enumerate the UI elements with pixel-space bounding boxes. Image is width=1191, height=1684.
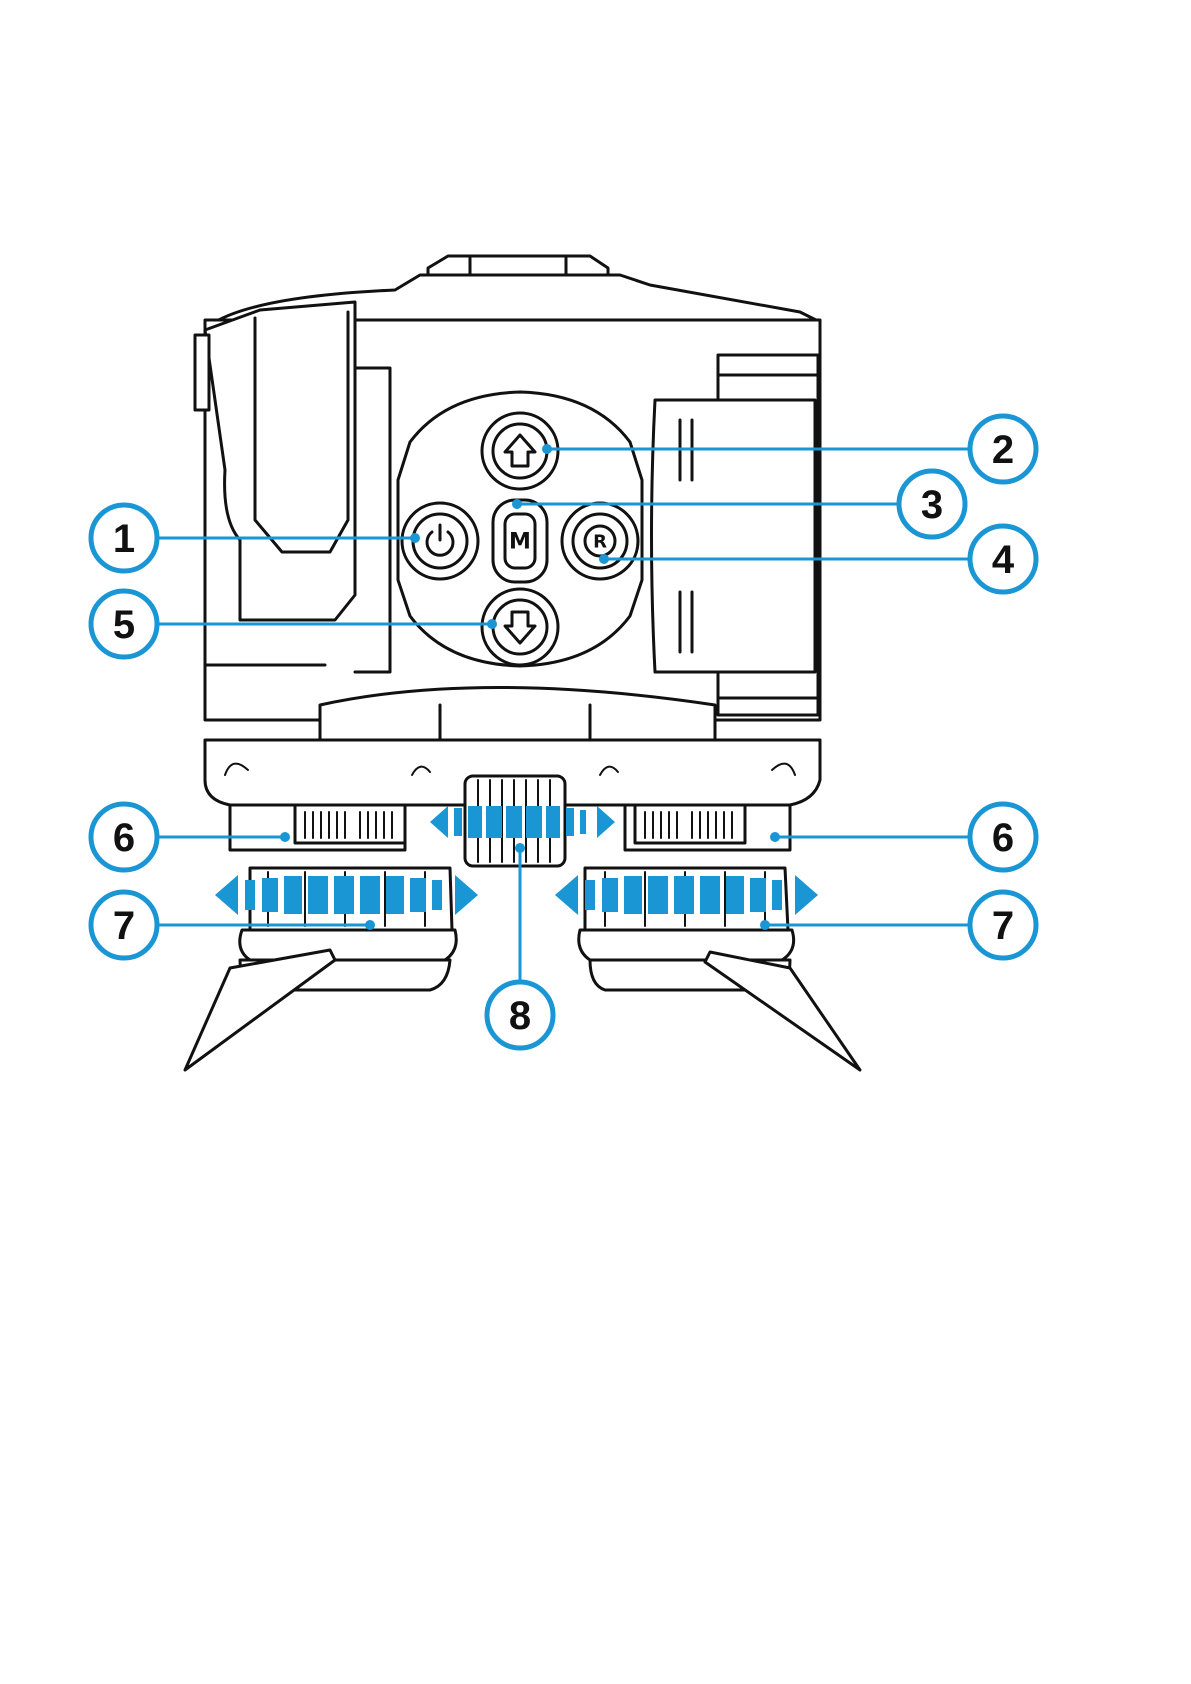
callout-8: 8 <box>487 982 553 1048</box>
callout-2-label: 2 <box>992 428 1014 472</box>
callout-5-label: 5 <box>113 603 135 647</box>
right-eyepiece-rotation-arrow <box>555 875 818 915</box>
callout-8-label: 8 <box>509 994 531 1038</box>
callout-3-label: 3 <box>921 483 943 527</box>
callout-7-right-label: 7 <box>992 904 1014 948</box>
callout-2: 2 <box>970 416 1036 482</box>
left-eyecup <box>185 950 450 1070</box>
callout-1-label: 1 <box>113 517 135 561</box>
callout-4: 4 <box>970 526 1036 592</box>
right-eyecup <box>590 952 860 1070</box>
callout-1: 1 <box>91 505 157 571</box>
left-diopter-ring[interactable] <box>230 805 405 850</box>
callout-6-left-label: 6 <box>113 816 135 860</box>
callout-6-left: 6 <box>91 804 157 870</box>
callout-5: 5 <box>91 591 157 657</box>
callout-3: 3 <box>899 471 965 537</box>
callout-7-right: 7 <box>970 892 1036 958</box>
callout-6-right: 6 <box>970 804 1036 870</box>
callout-7-left: 7 <box>91 892 157 958</box>
callout-6-right-label: 6 <box>992 816 1014 860</box>
menu-button[interactable]: M <box>493 500 547 582</box>
callout-4-label: 4 <box>992 538 1015 582</box>
record-button-label: R <box>593 532 607 553</box>
left-eyepiece-rotation-arrow <box>215 875 478 915</box>
record-button[interactable]: R <box>562 503 638 579</box>
right-diopter-ring[interactable] <box>625 805 790 850</box>
callout-7-left-label: 7 <box>113 904 135 948</box>
menu-button-label: M <box>509 530 531 555</box>
